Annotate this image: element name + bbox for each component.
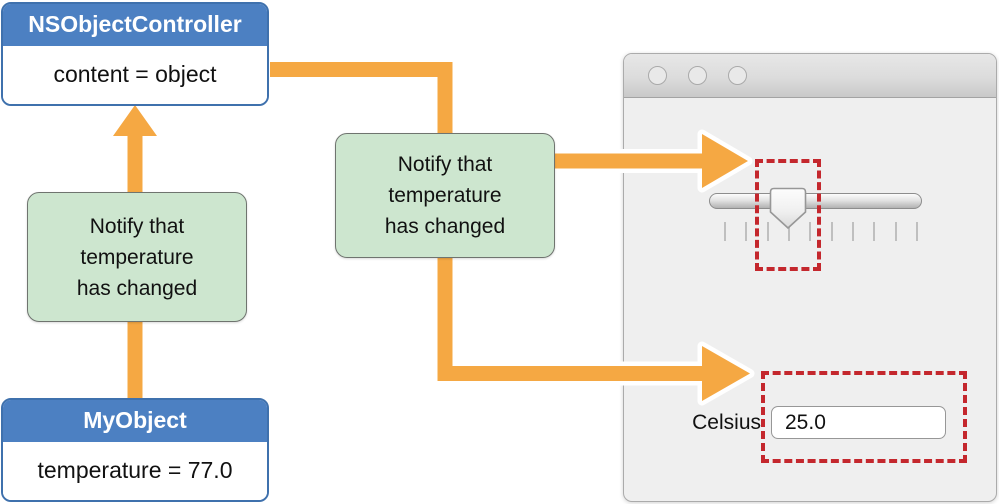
window-minimize-button-icon[interactable]: [688, 66, 707, 85]
notify-box-right: Notify that temperature has changed: [335, 133, 555, 258]
window-close-button-icon[interactable]: [648, 66, 667, 85]
nsobjectcontroller-box-body: content = object: [3, 46, 267, 104]
myobject-box-title: MyObject: [3, 400, 267, 442]
myobject-box-body: temperature = 77.0: [3, 442, 267, 500]
myobject-box: MyObject temperature = 77.0: [1, 398, 269, 502]
nsobjectcontroller-box-title: NSObjectController: [3, 4, 267, 46]
celsius-value-field[interactable]: [771, 406, 946, 439]
mock-app-window: Celsius: [623, 53, 997, 502]
window-titlebar: [624, 54, 996, 98]
notify-box-left: Notify that temperature has changed: [27, 192, 247, 322]
slider-tick-marks: [724, 222, 918, 241]
window-zoom-button-icon[interactable]: [728, 66, 747, 85]
temperature-slider-thumb[interactable]: [769, 187, 807, 230]
slider-binding-highlight: [755, 159, 821, 271]
field-binding-highlight: [761, 371, 967, 463]
nsobjectcontroller-box: NSObjectController content = object: [1, 2, 269, 106]
celsius-label: Celsius: [692, 411, 761, 434]
